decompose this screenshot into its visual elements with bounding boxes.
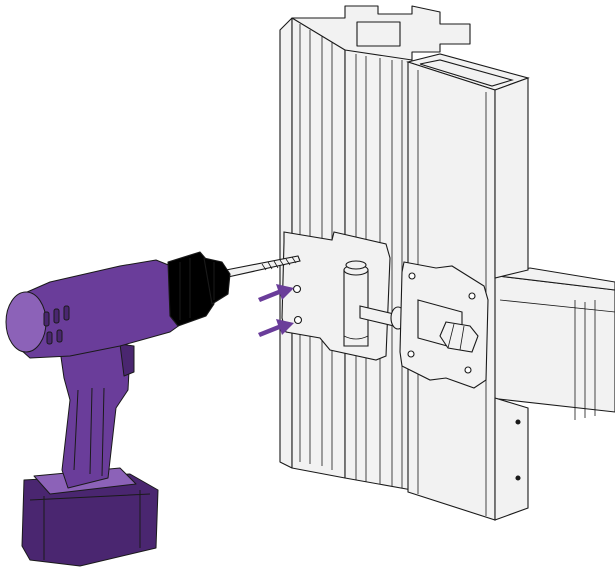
drill-grip-lines [73,387,105,477]
arrow-to-hole-1 [258,284,294,302]
drill-battery [21,473,159,567]
bolt-head [439,321,479,353]
arrow-to-hole-2 [258,319,294,337]
drill-vent-4 [46,331,53,345]
tube-rivet-2 [515,475,521,481]
drill-rear-cap [5,291,47,353]
drill-chuck-lines [179,258,215,320]
drill-trigger [119,343,135,377]
bracket-right-hole-3 [407,350,415,358]
cordless-drill-icon [5,251,231,567]
bracket-plate-right [399,261,489,389]
hinge-pin [343,260,369,347]
bracket-right-hole-2 [468,292,476,300]
direction-arrows [258,284,294,337]
drill-bit-flutes [261,256,297,271]
drill-handle [59,337,131,489]
tube-rivet-1 [515,419,521,425]
drill-hole-1 [292,284,302,294]
bracket-right-hole-4 [464,366,472,374]
post-top-slot [356,21,401,47]
tube-lower-side [494,397,529,521]
crossbar-slot-lines [499,299,615,420]
drill-hole-2 [293,315,303,325]
hinge-ring [343,335,369,340]
drill-chuck [203,257,231,305]
tube-inner-top [419,59,514,87]
drill-vent-1 [43,311,50,327]
tube-side [494,77,529,279]
hinge-cap [345,260,367,270]
crossbar-tube [489,267,615,420]
crossbar-end-profile [489,274,615,413]
bracket-right-hole-1 [408,272,416,280]
drill-vent-2 [53,308,60,324]
drill-vent-5 [56,329,63,343]
drill-battery-lines [29,490,151,560]
drill-vent-3 [63,305,70,321]
